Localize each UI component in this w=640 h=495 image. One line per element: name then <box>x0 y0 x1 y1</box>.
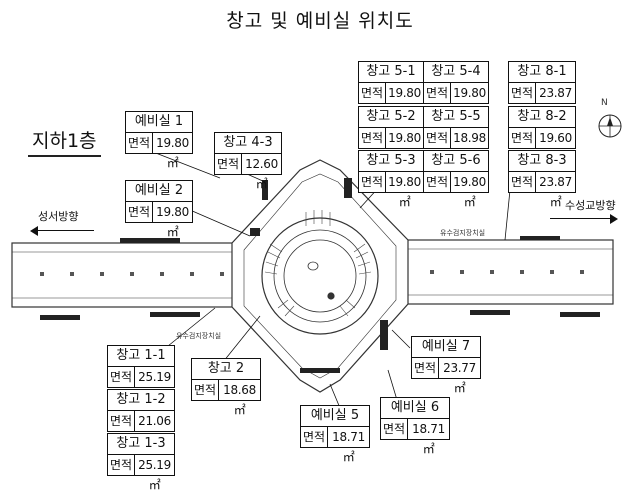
area-label: 면적 <box>192 380 220 400</box>
compass-icon <box>598 114 622 138</box>
central-hall-outline <box>231 159 409 393</box>
room-name: 창고 5-2 <box>359 107 423 128</box>
room-area: 18.68㎡ <box>223 383 256 417</box>
room-name: 창고 5-3 <box>359 151 423 172</box>
west-arrow <box>34 230 94 231</box>
area-label: 면적 <box>126 133 154 153</box>
room-area: 19.80㎡ <box>156 136 189 170</box>
area-label: 면적 <box>359 128 387 148</box>
area-label: 면적 <box>424 83 452 103</box>
room-name: 창고 2 <box>192 359 260 380</box>
room-area: 19.60㎡ <box>539 131 572 165</box>
east-arrow-head-icon <box>610 214 618 224</box>
area-label: 면적 <box>301 427 329 447</box>
room-area: 19.80㎡ <box>453 86 486 120</box>
room-area: 19.80㎡ <box>388 131 421 165</box>
room-name: 창고 5-5 <box>424 107 488 128</box>
room-area: 25.19㎡ <box>138 370 171 404</box>
room-area: 18.71㎡ <box>412 422 445 456</box>
room-area: 18.98㎡ <box>453 131 486 165</box>
room-name: 예비실 1 <box>126 112 192 133</box>
room-name: 창고 5-1 <box>359 62 423 83</box>
room-name: 창고 5-4 <box>424 62 488 83</box>
drain-room-label-west: 유수검지장치실 <box>176 332 222 340</box>
east-direction-label: 수성교방향 <box>565 199 616 212</box>
station-floor-plan <box>11 149 614 411</box>
west-arrow-head-icon <box>30 226 38 236</box>
room-area: 21.06㎡ <box>138 414 171 448</box>
room-name: 창고 8-3 <box>509 151 575 172</box>
area-label: 면적 <box>108 411 136 431</box>
page-title: 창고 및 예비실 위치도 <box>226 10 414 32</box>
area-label: 면적 <box>359 83 387 103</box>
north-label: N <box>601 98 608 108</box>
room-area: 19.80㎡ <box>388 86 421 120</box>
rotunda-outer <box>261 217 379 335</box>
floor-label: 지하1층 <box>28 126 101 157</box>
area-label: 면적 <box>215 154 243 174</box>
area-label: 면적 <box>424 128 452 148</box>
area-label: 면적 <box>108 455 136 475</box>
area-label: 면적 <box>108 367 136 387</box>
room-name: 예비실 2 <box>126 181 192 202</box>
room-area: 23.87㎡ <box>539 86 572 120</box>
room-area: 19.80㎡ <box>453 175 486 209</box>
area-label: 면적 <box>509 128 537 148</box>
room-name: 창고 8-1 <box>509 62 575 83</box>
room-area: 19.80㎡ <box>388 175 421 209</box>
east-arrow <box>550 218 612 219</box>
room-name: 창고 1-1 <box>108 346 174 367</box>
room-name: 창고 1-2 <box>108 390 174 411</box>
west-direction-label: 성서방향 <box>38 210 79 223</box>
area-label: 면적 <box>412 358 440 378</box>
room-name: 창고 4-3 <box>215 133 281 154</box>
area-label: 면적 <box>509 172 537 192</box>
area-label: 면적 <box>509 83 537 103</box>
rotunda-inner <box>283 239 357 313</box>
area-label: 면적 <box>424 172 452 192</box>
room-area: 25.19㎡ <box>138 458 171 492</box>
area-label: 면적 <box>381 419 409 439</box>
room-area: 12.60㎡ <box>245 157 278 191</box>
area-label: 면적 <box>126 202 154 222</box>
room-name: 예비실 6 <box>381 398 449 419</box>
room-name: 창고 5-6 <box>424 151 488 172</box>
room-name: 창고 1-3 <box>108 434 174 455</box>
drain-room-label-east: 유수검지장치실 <box>440 229 486 237</box>
room-name: 예비실 7 <box>412 337 480 358</box>
west-concourse-outline <box>11 242 243 308</box>
room-name: 창고 8-2 <box>509 107 575 128</box>
room-area: 23.77㎡ <box>443 361 476 395</box>
room-area: 18.71㎡ <box>332 430 365 464</box>
area-label: 면적 <box>359 172 387 192</box>
room-area: 23.87㎡ <box>539 175 572 209</box>
room-name: 예비실 5 <box>301 406 369 427</box>
room-area: 19.80㎡ <box>156 205 189 239</box>
